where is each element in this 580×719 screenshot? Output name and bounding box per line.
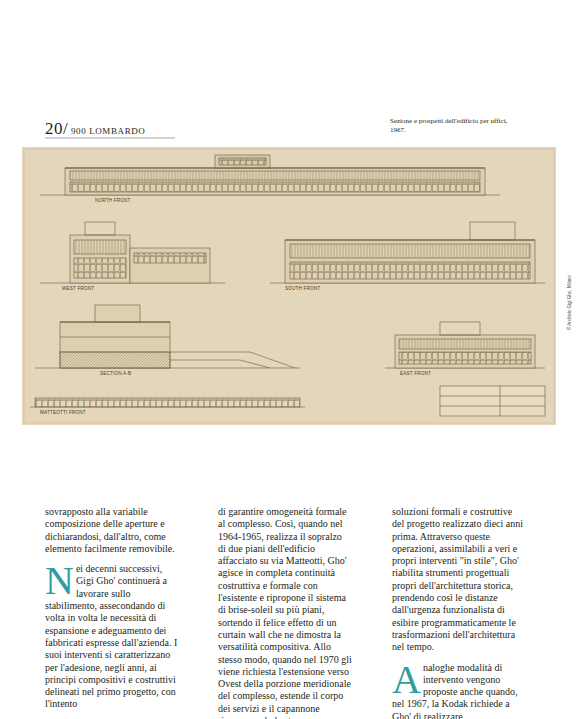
paragraph: Nei decenni successivi, Gigi Gho' contin… <box>45 563 179 711</box>
page-number: 20/ <box>45 119 68 139</box>
body-text: sovrapposto alla variabile composizione … <box>45 506 179 555</box>
drawing-label: SECTION A-B <box>100 371 131 376</box>
paragraph: Analoghe modalità di intervento vengono … <box>392 662 526 719</box>
drawing-label: SOUTH FRONT <box>285 286 320 291</box>
drawing-label: EAST FRONT <box>400 371 431 376</box>
drawing-label: MATTEOTTI FRONT <box>40 410 86 415</box>
photo-credit: © Archivio Gigi Gho, Milano <box>567 275 572 330</box>
body-text: soluzioni formali e costruttive del prog… <box>392 506 526 654</box>
body-text: di garantire omogeneità formale al compl… <box>218 506 352 719</box>
figure-caption: Sezione e prospetti dell'edificio per uf… <box>390 117 520 134</box>
drawing-label: NORTH FRONT <box>95 198 131 203</box>
drop-cap: N <box>45 564 74 598</box>
drop-cap: A <box>392 663 421 697</box>
running-header: 900 LOMBARDO <box>71 126 145 136</box>
drawing-label: WEST FRONT <box>62 286 94 291</box>
